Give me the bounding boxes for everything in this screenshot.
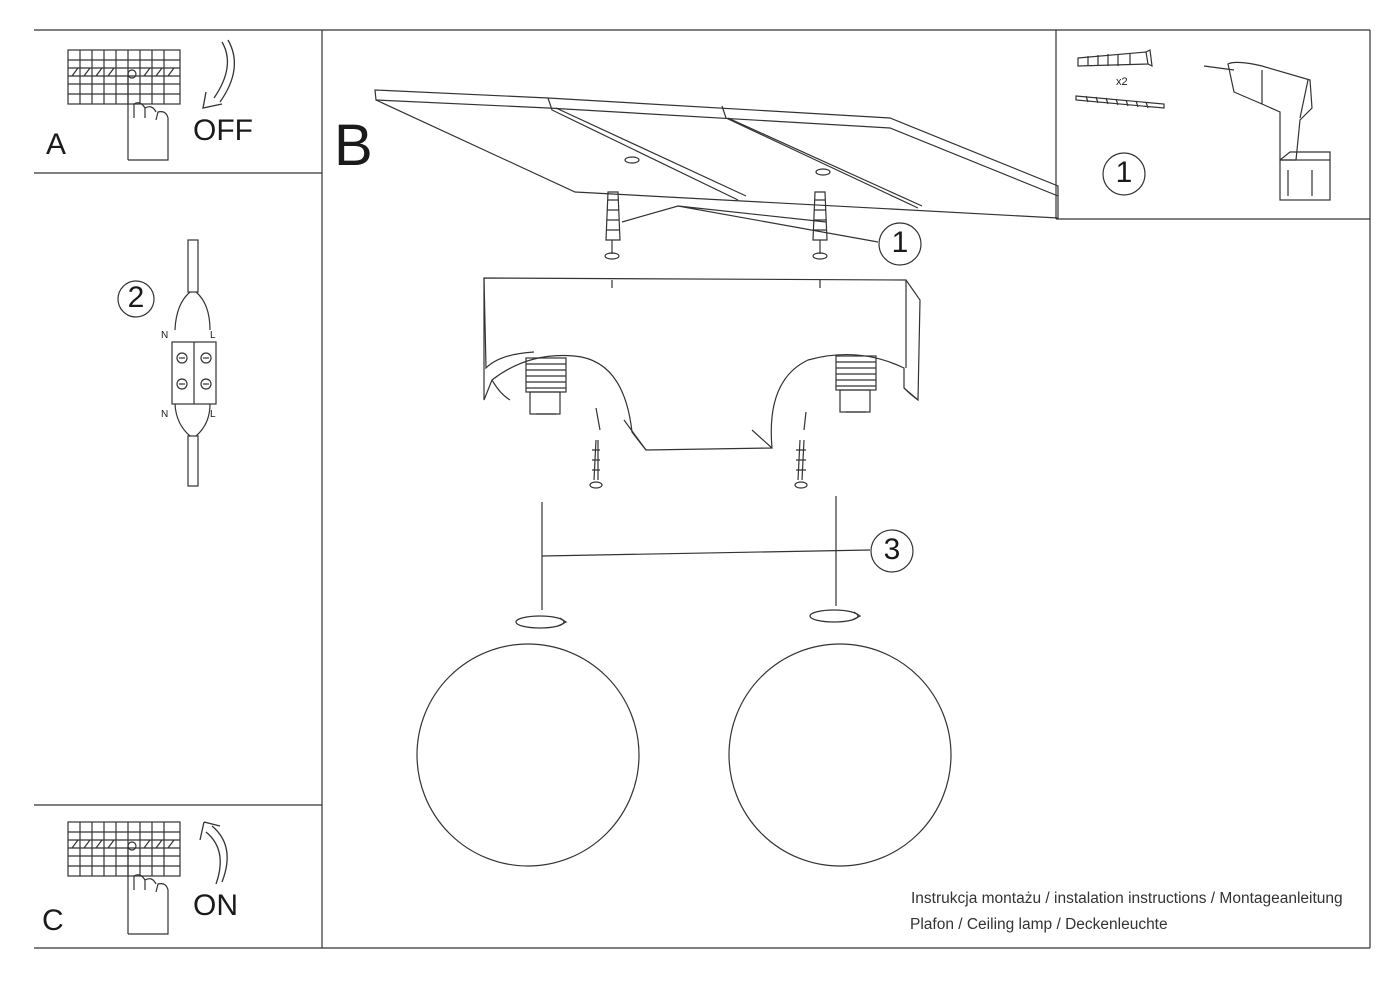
- quantity-label: x2: [1116, 76, 1128, 88]
- callout-2-number: 2: [127, 281, 145, 314]
- off-label: OFF: [193, 114, 253, 147]
- on-label: ON: [193, 889, 238, 922]
- globe-shade-left: [416, 643, 640, 867]
- step-c-label: C: [42, 904, 64, 937]
- screw-left-icon: [589, 407, 603, 489]
- wall-plug-left-icon: [604, 191, 621, 260]
- callout-1-tools-number: 1: [1115, 156, 1133, 189]
- footer-instructions: Instrukcja montażu / instalation instruc…: [911, 890, 1343, 907]
- live-bottom-label: L: [210, 409, 216, 420]
- arrow-up-icon: [199, 821, 228, 885]
- live-top-label: L: [210, 330, 216, 341]
- breaker-box-on-icon: [67, 821, 181, 935]
- screw-tool-icon: [1075, 95, 1165, 109]
- arrow-down-icon: [202, 39, 235, 109]
- breaker-box-off-icon: [67, 49, 181, 161]
- callout-1-number: 1: [891, 226, 909, 259]
- drill-icon: [1203, 61, 1331, 201]
- neutral-bottom-label: N: [161, 409, 169, 420]
- wiring-connector-icon: [117, 239, 217, 487]
- footer-product: Plafon / Ceiling lamp / Deckenleuchte: [910, 916, 1168, 933]
- callout-leader-1: [621, 205, 922, 266]
- socket-right-icon: [835, 355, 877, 413]
- step-b-label: B: [334, 113, 373, 178]
- callout-3-number: 3: [883, 533, 901, 566]
- neutral-top-label: N: [161, 330, 169, 341]
- globe-shade-right: [728, 643, 952, 867]
- screw-right-icon: [794, 411, 808, 489]
- rotate-right-icon: [809, 609, 862, 623]
- callout-1-tools: [1102, 152, 1146, 196]
- lamp-base: [483, 277, 921, 451]
- frame-lines: [34, 29, 1371, 949]
- ceiling-panel: [374, 89, 1059, 219]
- socket-left-icon: [525, 357, 567, 415]
- wall-plug-tool-icon: [1077, 49, 1153, 68]
- callout-leader-3: [541, 496, 914, 610]
- rotate-left-icon: [515, 615, 568, 629]
- wall-plug-right-icon: [812, 191, 828, 260]
- step-a-label: A: [46, 128, 67, 161]
